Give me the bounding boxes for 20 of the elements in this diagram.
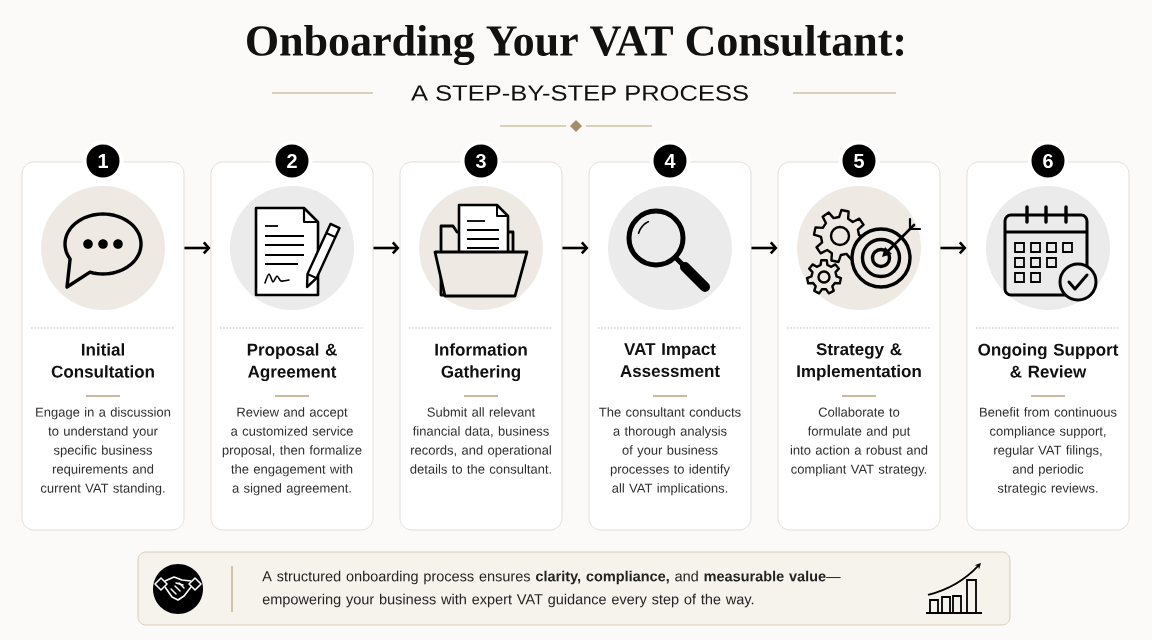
subtitle: A STEP-BY-STEP PROCESS: [411, 85, 748, 101]
arrow: [184, 241, 211, 255]
arrow: [562, 241, 589, 255]
step-description: Benefit from continuous compliance support, regular VAT filings, and periodic strategic reviews.: [980, 407, 1117, 496]
step-description: Submit all relevant financial data, business records, and operational details to the consultant.: [410, 407, 551, 474]
step-description: Collaborate to formulate and put into action a robust and compliant VAT strategy.: [790, 407, 928, 477]
title: Onboarding Your VAT Consultant:: [247, 24, 904, 66]
arrow: [751, 241, 778, 255]
step-description: Review and accept a customized service proposal, then formalize the engagement with a signed agreement.: [222, 407, 362, 496]
arrow: [940, 241, 967, 255]
step-heading: Proposal & Agreement: [247, 343, 337, 382]
step-description: Engage in a discussion to understand your specific business requirements and current VAT standing.: [36, 407, 171, 496]
summary-text: A structured onboarding process ensures clarity, compliance, and measurable value— empowering your business with expert VAT guidance every step of the way.: [262, 570, 841, 608]
step-heading: VAT Impact Assessment: [620, 343, 720, 378]
step-heading: Ongoing Support & Review: [978, 343, 1119, 378]
step-heading: Information Gathering: [435, 343, 527, 382]
step-description: The consultant conducts a thorough analysis of your business processes to identify all VAT implications.: [599, 407, 741, 496]
step-heading: Strategy & Implementation: [797, 343, 921, 381]
step-heading: Initial Consultation: [51, 343, 154, 378]
arrow: [373, 241, 400, 255]
